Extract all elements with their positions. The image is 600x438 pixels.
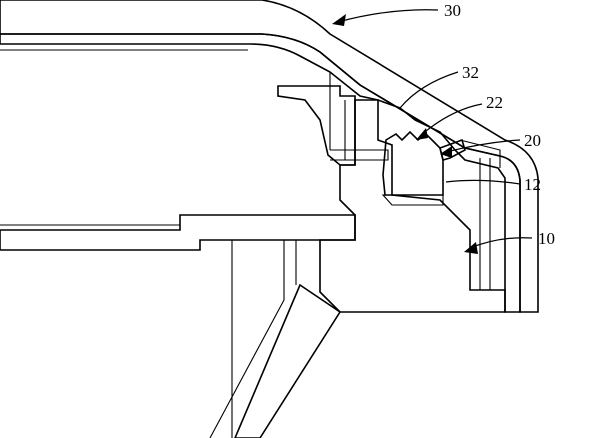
ref-label-10: 10 [538,229,555,248]
ref-label-22: 22 [486,93,503,112]
part-20-lip [439,138,501,168]
inner-bracket [277,85,389,166]
ref-label-32: 32 [462,63,479,82]
part-10-body [319,99,506,313]
ref-label-30: 30 [444,1,461,20]
inner-cavity [0,43,331,150]
left-panel [0,214,356,251]
lower-support-arm [209,240,342,438]
part-22-gasket [382,130,444,196]
leader-lines [332,9,533,254]
right-rib [470,158,505,291]
ref-label-20: 20 [524,131,541,150]
part-32-liner [0,33,521,313]
ref-label-12: 12 [524,175,541,194]
part-30-outer-shell [0,0,539,313]
